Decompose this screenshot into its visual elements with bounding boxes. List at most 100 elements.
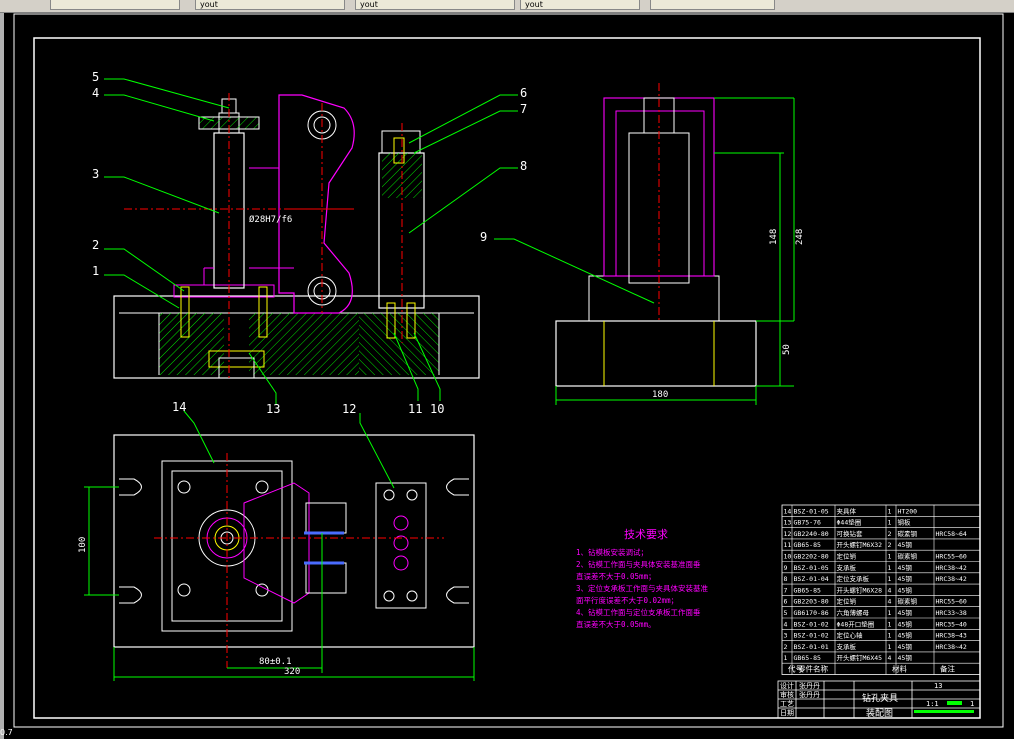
bom-cell: 1 — [888, 564, 892, 572]
balloon-8: 8 — [520, 159, 527, 173]
tech-requirements: 技术要求 1、钻模板安装调试； 2、钻模工作面与夹具体安装基准面垂 直误差不大于… — [576, 528, 709, 629]
bom-cell: HRC38~42 — [936, 643, 967, 651]
tb-role-1: 设计 — [780, 681, 794, 690]
coordinate-readout: 0.7 — [0, 728, 13, 737]
bom-cell: 1 — [888, 519, 892, 527]
dim-320: 320 — [284, 667, 300, 677]
tb-green-bar-1 — [914, 710, 974, 713]
base-plate — [113, 295, 480, 379]
bom-cell: 9 — [784, 564, 788, 572]
bom-cell: 1 — [888, 643, 892, 651]
bom-cell: 4 — [888, 586, 892, 594]
bom-cell: 2 — [888, 530, 892, 538]
bom-cell: HRC38~42 — [936, 575, 967, 583]
tech-line-1: 1、钻模板安装调试； — [576, 547, 648, 557]
tab-label: yout — [360, 0, 378, 9]
tab-4[interactable]: yout — [520, 0, 640, 10]
bom-cell: 钢板 — [898, 518, 912, 527]
bom-cell: 2 — [784, 643, 788, 651]
balloon-6: 6 — [520, 86, 527, 100]
bom-cell: 3 — [784, 632, 788, 640]
tab-5[interactable] — [650, 0, 775, 10]
balloon-14: 14 — [172, 400, 186, 414]
bom-cell: HRC58~64 — [936, 530, 967, 538]
bom-cell: GB2240-80 — [794, 530, 829, 538]
bom-cell: 1 — [888, 575, 892, 583]
bom-header-cell: 代号 — [788, 664, 803, 674]
tb-role-4: 日期 — [780, 709, 794, 717]
bom-cell: 4 — [888, 598, 892, 606]
bom-cell: 碳素钢 — [898, 529, 918, 538]
tb-scale: 1:1 — [926, 700, 939, 708]
bom-cell: BSZ-01-05 — [794, 507, 829, 515]
tb-sub: 装配图 — [866, 707, 893, 719]
bom-cell: GB75-76 — [794, 519, 821, 527]
dim-50: 50 — [782, 344, 792, 355]
dim-100: 100 — [78, 537, 88, 553]
balloon-9: 9 — [480, 230, 487, 244]
dim-180: 180 — [652, 390, 668, 400]
bom-cell: GB6170-86 — [794, 609, 829, 617]
bom-cell: HRC33~38 — [936, 609, 967, 617]
dim-148: 148 — [769, 229, 779, 245]
scrollbar-left[interactable] — [0, 13, 4, 739]
dim-80: 80±0.1 — [259, 657, 292, 667]
bom-cell: 六角薄螺母 — [837, 608, 870, 617]
bom-cell: 1 — [888, 507, 892, 515]
tab-1[interactable] — [50, 0, 180, 10]
bom-cell: BSZ-01-01 — [794, 643, 829, 651]
bom-cell: GB2203-80 — [794, 598, 829, 606]
tb-role-2: 审核 — [780, 690, 794, 699]
bom-cell: 定位销 — [837, 597, 857, 606]
bom-cell: 45钢 — [898, 632, 913, 640]
cad-canvas[interactable]: Ø28H7/f6 148 248 50 180 — [4, 13, 1014, 739]
tb-green-bar-2 — [947, 701, 962, 705]
tb-person-1: 张丹丹 — [799, 681, 820, 690]
bom-cell: 2 — [888, 541, 892, 549]
bom-cell: 45钢 — [898, 609, 913, 617]
bom-border — [781, 504, 981, 675]
tab-2[interactable]: yout — [195, 0, 345, 10]
tech-line-7: 直误差不大于0.05mm。 — [576, 619, 656, 629]
bom-cell: GB2202-80 — [794, 553, 829, 561]
bom-header-cell: 材料 — [892, 664, 907, 674]
bom-header-cell: 备注 — [940, 664, 955, 674]
bom-cell: BSZ-01-02 — [794, 632, 829, 640]
balloon-1: 1 — [92, 264, 99, 278]
bom-cell: 12 — [784, 530, 792, 538]
bom-cell: HRC55~60 — [936, 598, 967, 606]
bom-cell: GB65-85 — [794, 654, 821, 662]
bom-cell: 4 — [784, 620, 788, 628]
bom-cell: 支承板 — [837, 563, 857, 572]
bom-cell: 1 — [888, 632, 892, 640]
title-block — [777, 680, 981, 719]
bom-cell: 碳素钢 — [898, 552, 918, 561]
bom-cell: 支承板 — [837, 642, 857, 651]
base-hatch-left — [159, 313, 224, 375]
bom-cell: 定位心轴 — [837, 631, 864, 640]
bom-cell: 6 — [784, 598, 788, 606]
bom-cell: 4 — [888, 654, 892, 662]
bom-cell: HRC55~60 — [936, 553, 967, 561]
tab-label: yout — [200, 0, 218, 9]
bom-cell: 开头螺钉M6X32 — [837, 540, 883, 549]
bom-cell: 13 — [784, 519, 792, 527]
title-block-text: 设计 审核 工艺 日期 张丹丹 张丹丹 钻孔夹具 装配图 13 1:1 1 — [780, 681, 974, 719]
outer-frame — [13, 13, 1004, 728]
bom-cell: 8 — [784, 575, 788, 583]
bom-cell: 1 — [784, 654, 788, 662]
bom-cell: HT200 — [898, 507, 918, 515]
bom-cell: 45钢 — [898, 575, 913, 583]
bom-cell: 1 — [888, 609, 892, 617]
bom-cell: GB65-85 — [794, 586, 821, 594]
nut-bottom — [208, 350, 265, 368]
bom-cell: HRC35~40 — [936, 620, 967, 628]
support-plate — [173, 284, 275, 298]
bom-cell: 1 — [888, 620, 892, 628]
tb-qty: 13 — [934, 682, 942, 690]
balloon-3: 3 — [92, 167, 99, 181]
bom-cell: GB65-85 — [794, 541, 821, 549]
bom-cell: 45钢 — [898, 620, 913, 628]
tab-3[interactable]: yout — [355, 0, 515, 10]
